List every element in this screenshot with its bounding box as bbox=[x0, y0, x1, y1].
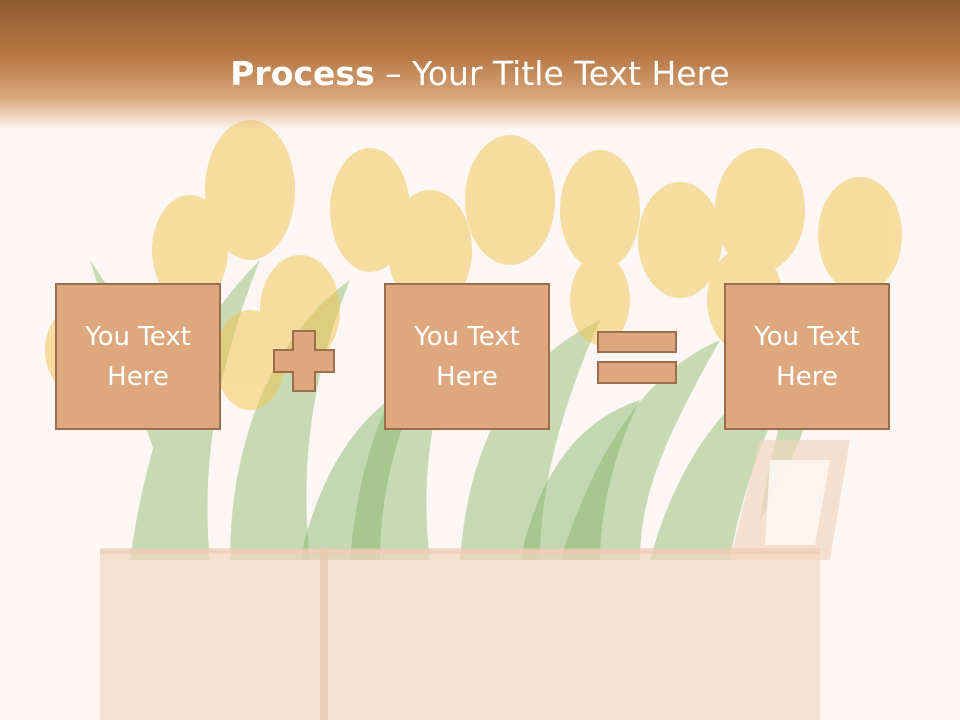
process-box-1: You Text Here bbox=[55, 283, 221, 430]
slide-title: Process – Your Title Text Here bbox=[0, 52, 960, 96]
process-box-3-label: You Text Here bbox=[754, 321, 860, 392]
title-rest-text: – Your Title Text Here bbox=[374, 54, 730, 93]
title-bar: Process – Your Title Text Here bbox=[0, 0, 960, 130]
process-box-2: You Text Here bbox=[384, 283, 550, 430]
process-box-1-label: You Text Here bbox=[85, 321, 191, 392]
process-box-2-label: You Text Here bbox=[414, 321, 520, 392]
title-bold-text: Process bbox=[230, 54, 375, 93]
process-box-3: You Text Here bbox=[724, 283, 890, 430]
equals-icon bbox=[597, 331, 677, 384]
plus-icon bbox=[273, 330, 335, 392]
